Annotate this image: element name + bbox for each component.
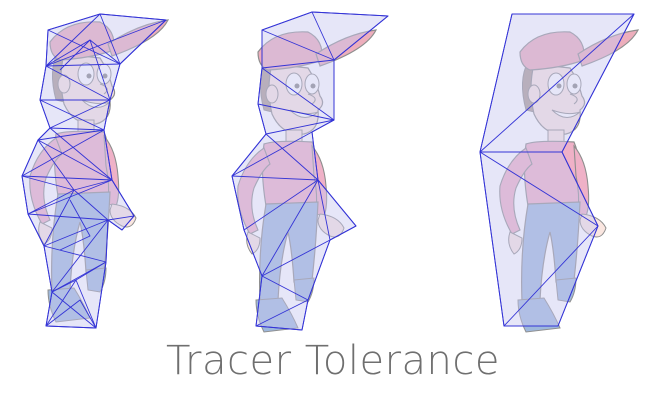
mesh-dense-edges bbox=[21, 13, 167, 329]
mesh-coarse-hull bbox=[479, 13, 635, 327]
mesh-dense-hull bbox=[21, 13, 167, 329]
figure-2-medium-tolerance bbox=[231, 11, 389, 333]
mesh-medium-hull bbox=[231, 11, 389, 331]
mesh-coarse-edges bbox=[479, 13, 635, 327]
mesh-medium-edges bbox=[231, 11, 389, 331]
caption-title: Tracer Tolerance bbox=[165, 338, 500, 384]
figure-3-high-tolerance bbox=[479, 13, 639, 333]
figure-1-low-tolerance bbox=[21, 13, 169, 329]
